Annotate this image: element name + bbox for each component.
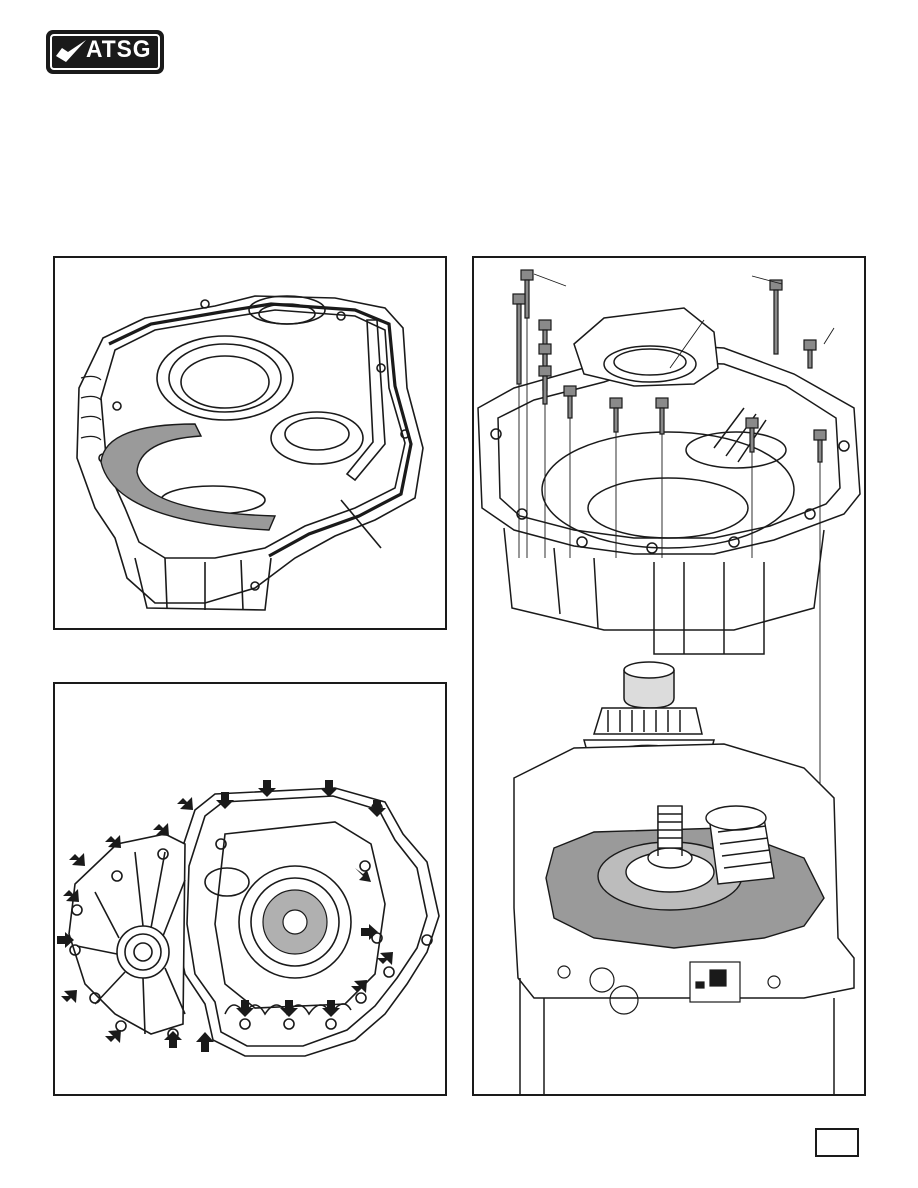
logo-text: ATSG [86, 36, 152, 63]
atsg-logo: ATSG [46, 30, 164, 74]
bolt-location-figure [53, 682, 447, 1096]
page-number-box [815, 1128, 859, 1157]
gasket-housing-figure [53, 256, 447, 630]
logo-border [50, 34, 160, 70]
exploded-case-differential-illustration [477, 269, 861, 1094]
exploded-case-figure [472, 256, 866, 1096]
transmission-case-bolt-pattern-illustration [57, 780, 440, 1057]
transmission-housing-gasket-illustration [76, 295, 424, 611]
checkmark-swoosh-icon [56, 40, 86, 62]
